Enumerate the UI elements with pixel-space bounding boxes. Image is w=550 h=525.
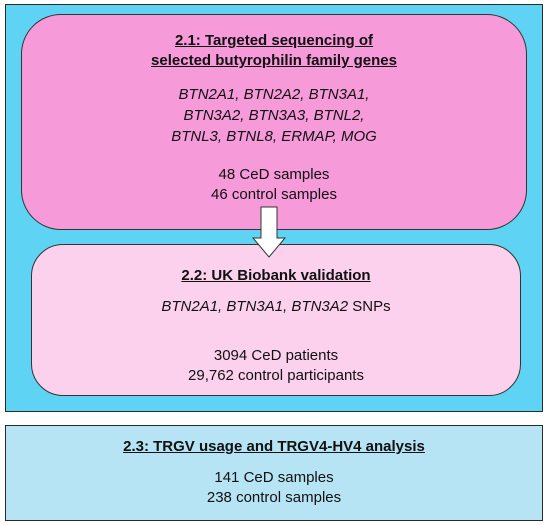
section-2-3-panel: 2.3: TRGV usage and TRGV4-HV4 analysis 1… [5, 425, 543, 521]
snp-suffix: SNPs [348, 298, 391, 315]
snp-gene-list: BTN2A1, BTN3A1, BTN3A2 SNPs [32, 297, 520, 317]
section-2-1-box: 2.1: Targeted sequencing of selected but… [21, 14, 527, 230]
gene-list-line2: BTN3A2, BTN3A3, BTNL2, [183, 107, 365, 124]
down-arrow-icon [251, 206, 287, 258]
control-sample-count: 46 control samples [211, 186, 337, 203]
ced-sample-count-2-3: 141 CeD samples [214, 469, 334, 486]
section-2-3-title: 2.3: TRGV usage and TRGV4-HV4 analysis [123, 438, 425, 455]
section-2-2-box: 2.2: UK Biobank validation BTN2A1, BTN3A… [31, 244, 521, 396]
section-2-2-title: 2.2: UK Biobank validation [181, 267, 371, 284]
control-sample-count-2-3: 238 control samples [206, 489, 342, 506]
ced-patient-count: 3094 CeD patients [213, 347, 339, 364]
snp-genes: BTN2A1, BTN3A1, BTN3A2 [161, 298, 349, 315]
section-2-1-title-line1: 2.1: Targeted sequencing of [174, 32, 374, 49]
gene-list-line3: BTNL3, BTNL8, ERMAP, MOG [171, 128, 377, 145]
ced-sample-count: 48 CeD samples [218, 166, 330, 183]
control-participant-count: 29,762 control participants [188, 367, 364, 384]
section-2-1-title-line2: selected butyrophilin family genes [151, 52, 397, 69]
gene-list-line1: BTN2A1, BTN2A2, BTN3A1, [178, 86, 370, 103]
